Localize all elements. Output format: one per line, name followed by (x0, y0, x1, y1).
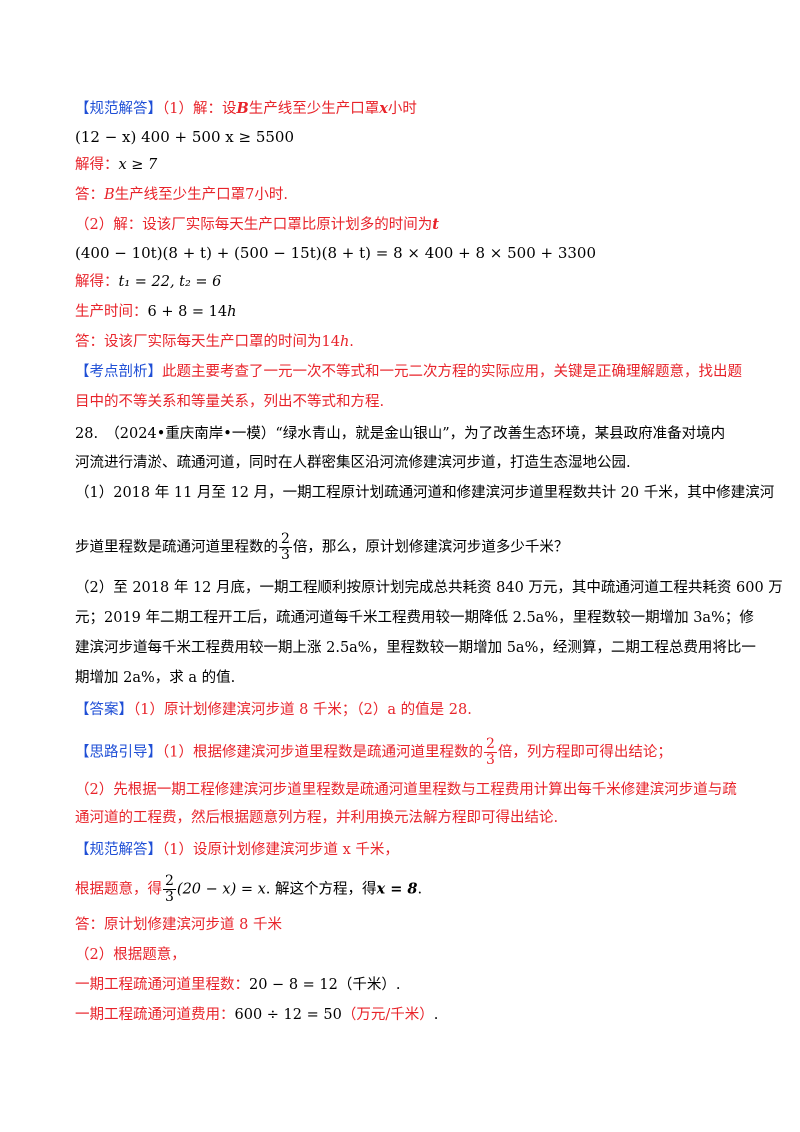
section-tag-answer: 【答案】 (75, 702, 133, 718)
line-answer-2: 答：设该厂实际每天生产口罩的时间为14h. (75, 334, 354, 350)
line-hint-2: （2）先根据一期工程修建滨河步道里程数是疏通河道里程数与工程费用计算出每千米修建… (75, 782, 737, 798)
line-analysis-1: 【考点剖析】此题主要考查了一元一次不等式和一元二次方程的实际应用，关键是正确理解… (75, 364, 742, 380)
line-solution-2-header: （2）解：设该厂实际每天生产口罩比原计划多的时间为t (75, 216, 439, 233)
question-28-part2-line-2: 元；2019 年二期工程开工后，疏通河道每千米工程费用较一期降低 2.5a%，里… (75, 610, 754, 626)
section-tag-analysis: 【考点剖析】 (75, 364, 162, 380)
section-tag-hint: 【思路引导】 (75, 744, 162, 761)
question-28-line-2: 河流进行清淤、疏通河道，同时在人群密集区沿河流修建滨河步道，打造生态湿地公园. (75, 455, 631, 471)
line-answer-b1: 答：原计划修建滨河步道 8 千米 (75, 917, 282, 933)
line-solution-b-header: 【规范解答】（1）设原计划修建滨河步道 x 千米， (75, 842, 399, 858)
question-28-line-1: 28. （2024•重庆南岸•一模）“绿水青山，就是金山银山”，为了改善生态环境… (75, 426, 726, 442)
line-hint-3: 通河道的工程费，然后根据题意列方程，并利用换元法解方程即可得出结论. (75, 810, 559, 826)
question-28-part2-line-1: （2）至 2018 年 12 月底，一期工程顺利按原计划完成总共耗资 840 万… (75, 580, 783, 596)
section-tag-solution-b: 【规范解答】 (75, 842, 162, 858)
section-tag-solution: 【规范解答】 (75, 101, 162, 117)
line-solve-x: 解得：x ≥ 7 (75, 157, 158, 173)
line-part2-intro: （2）根据题意， (75, 947, 186, 963)
line-phase1-cost: 一期工程疏通河道费用：600 ÷ 12 = 50（万元/千米）. (75, 1007, 439, 1023)
line-analysis-2: 目中的不等关系和等量关系，列出不等式和方程. (75, 394, 385, 410)
line-phase1-mileage: 一期工程疏通河道里程数：20 − 8 = 12（千米）. (75, 977, 401, 993)
quadratic-equation: (400 − 10t)(8 + t) + (500 − 15t)(8 + t) … (75, 244, 597, 262)
question-28-part1-line-1: （1）2018 年 11 月至 12 月，一期工程原计划疏通河道和修建滨河步道里… (75, 485, 775, 501)
question-28-part2-line-4: 期增加 2a%，求 a 的值. (75, 670, 236, 686)
line-answer-summary: 【答案】（1）原计划修建滨河步道 8 千米；（2）a 的值是 28. (75, 702, 472, 718)
line-production-time: 生产时间：6 + 8 = 14h (75, 304, 237, 320)
line-solution-1-header: 【规范解答】（1）解：设B生产线至少生产口罩x小时 (75, 100, 417, 117)
question-28-part2-line-3: 建滨河步道每千米工程费用较一期上涨 2.5a%，里程数较一期增加 5a%，经测算… (75, 640, 756, 656)
line-answer-1: 答：B生产线至少生产口罩7小时. (75, 187, 288, 203)
inequality-equation: (12 − x) 400 + 500 x ≥ 5500 (75, 128, 294, 146)
line-solve-t: 解得：t₁ = 22, t₂ = 6 (75, 274, 222, 290)
